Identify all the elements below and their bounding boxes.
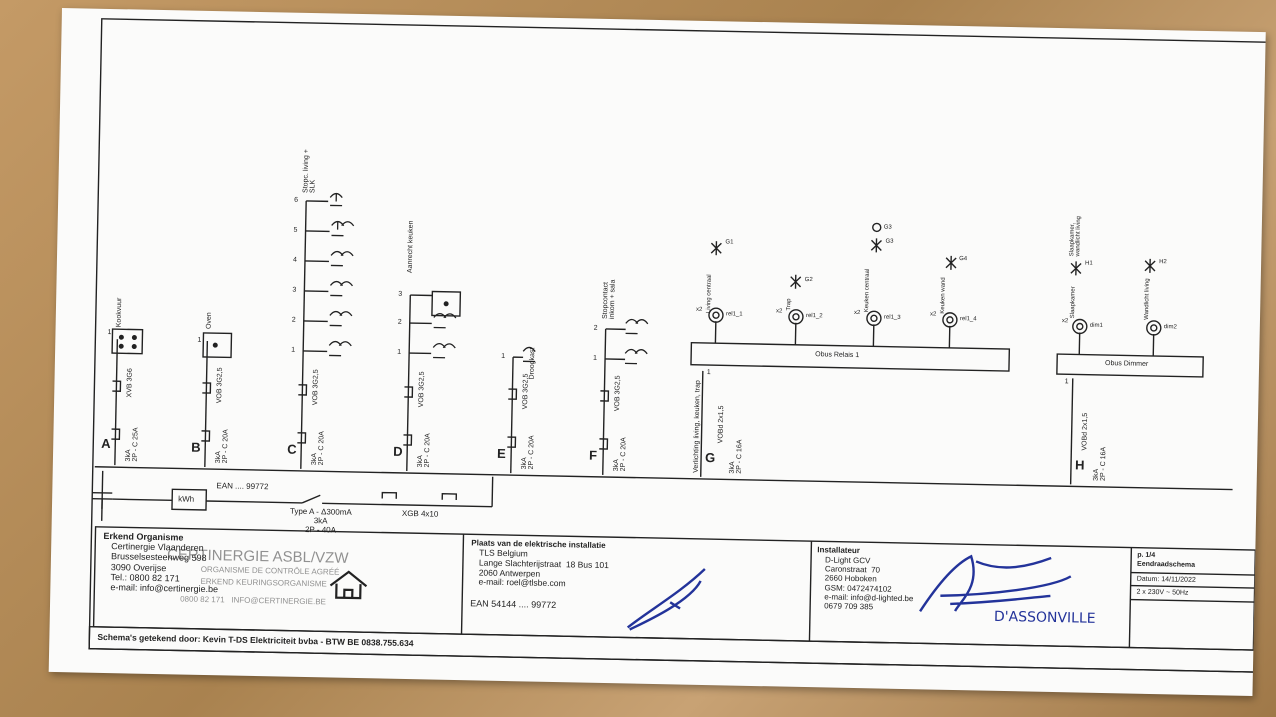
light-h1: H1 (1085, 260, 1093, 267)
circuit-f-num-2: 2 (593, 324, 598, 332)
circuit-a-cable: XVB 3G6 (126, 368, 134, 398)
circuit-g-rating: 3kA 2P - C 16A (728, 439, 744, 474)
socket-oven (202, 332, 233, 359)
light-g4: G4 (959, 256, 968, 263)
signature-strokes (626, 554, 1072, 631)
signature-name: D'ASSONVILLE (993, 608, 1096, 627)
circuit-e-rating: 3kA 2P - C 20A (520, 435, 536, 470)
circuit-c-rating: 3kA 2P - C 20A (310, 431, 326, 466)
light-label-keuken-c: Keuken centraal (864, 268, 871, 313)
circuit-h-num: 1 (1064, 378, 1069, 386)
dim-d2: dim2 (1163, 324, 1177, 331)
installer-lines: D-Light GCV Caronstraat 70 2660 Hoboken … (824, 555, 914, 612)
dim-d1: dim1 (1089, 322, 1103, 329)
schematic-sheet: { "circuits": { "A": {"letter":"A","cabl… (48, 8, 1266, 697)
light-label-h1-group: Slaapkamer, wandlicht living (1069, 216, 1083, 257)
circuit-letter-g: G (704, 449, 716, 466)
x2-b: x2 (775, 308, 783, 315)
circuit-a-num: 1 (107, 328, 112, 337)
circuit-e-num: 1 (501, 352, 506, 360)
circuit-b-num: 1 (197, 336, 202, 344)
relay-r3: rel1_3 (883, 314, 901, 321)
location-lines: TLS Belgium Lange Slachterijstraat 18 Bu… (478, 547, 609, 589)
schematic-lines (88, 18, 1266, 673)
circuit-b-rating: 3kA 2P - C 20A (214, 429, 230, 464)
page-number: p. 1/4 (1137, 551, 1156, 560)
circuit-d-cable: VOB 3G2,5 (418, 371, 426, 408)
circuit-h-cable: VOBd 2x1,5 (1081, 412, 1090, 451)
main-busbar (94, 466, 1233, 491)
circuit-a-label: Kookvuur (115, 297, 124, 328)
circuit-c-num-6: 6 (294, 196, 299, 204)
location-ean: EAN 54144 .... 99772 (470, 598, 557, 611)
circuit-h-rating: 3kA 2P - C 16A (1092, 446, 1108, 482)
relais-box (690, 341, 1011, 372)
circuit-letter-d: D (393, 443, 403, 459)
circuit-c-cable: VOB 3G2,5 (312, 369, 320, 406)
circuit-letter-e: E (496, 445, 506, 461)
light-h2: H2 (1159, 259, 1167, 266)
circuit-c-num-3: 3 (292, 286, 297, 294)
circuit-d-label: Aanrecht keuken (406, 220, 415, 274)
ean-supply: EAN .... 99772 (216, 481, 269, 492)
light-label-slaapkamer: Slaapkamer (1069, 286, 1077, 319)
circuit-f-label: Stopcontact inkom + sala (601, 279, 617, 320)
relay-r4: rel1_4 (959, 316, 977, 323)
x2-e: x2 (1061, 318, 1069, 325)
circuit-a-rating: 3kA 2P - C 25A (124, 427, 140, 462)
circuit-letter-a: A (101, 435, 111, 452)
circuit-c-num-4: 4 (292, 256, 297, 264)
light-g1: G1 (725, 239, 734, 246)
circuit-b-label: Oven (205, 312, 213, 330)
circuit-d-rating: 3kA 2P - C 20A (416, 433, 432, 468)
installer-title: Installateur (817, 545, 861, 556)
footer-frame (92, 526, 1257, 651)
circuit-c-num-2: 2 (291, 316, 296, 324)
circuit-letter-c: C (287, 441, 297, 457)
circuit-letter-h: H (1074, 457, 1085, 473)
relay-r1: rel1_1 (725, 311, 743, 318)
x2-c: x2 (853, 309, 861, 317)
date-field: Datum: 14/11/2022 (1136, 575, 1196, 584)
light-g3b: G3 (885, 238, 894, 245)
circuit-f-num-1: 1 (593, 354, 598, 362)
circuit-g-num: 1 (706, 369, 711, 377)
x2-a: x2 (696, 306, 703, 313)
circuit-c-label: Stopc. living + SLK (302, 149, 317, 194)
relais-label: Obus Relais 1 (815, 351, 860, 360)
socket-kookvuur (111, 328, 144, 355)
kwh-label: kWh (178, 494, 195, 504)
light-label-trap: Trap (786, 298, 793, 311)
circuit-f-rating: 3kA 2P - C 20A (612, 437, 628, 472)
stamp-name: CERTINERGIE ASBL/VZW (166, 546, 349, 567)
kwh-meter (171, 488, 208, 511)
circuit-c-num-5: 5 (293, 226, 298, 234)
circuit-c-num-1: 1 (291, 346, 296, 354)
page-title: Eendraadschema (1136, 560, 1196, 569)
circuit-d-num-1: 1 (397, 348, 402, 356)
circuit-f-cable: VOB 3G2,5 (614, 375, 622, 412)
x2-d: x2 (929, 311, 937, 318)
light-label-living: Living centraal (706, 274, 713, 314)
light-label-keuken-w: Keuken wand (940, 277, 947, 314)
circuit-letter-f: F (588, 447, 598, 463)
circuit-d-num-2: 2 (397, 318, 402, 326)
circuit-g-cable: VOBd 2x1,5 (717, 405, 726, 444)
circuit-e-label: Droogkast (528, 347, 537, 380)
dimmer-label: Obus Dimmer (1105, 360, 1149, 368)
circuit-letter-b: B (191, 439, 201, 455)
light-g2: G2 (804, 276, 813, 284)
dimmer-box (1056, 353, 1204, 378)
relay-r2: rel1_2 (805, 312, 823, 320)
light-label-wandlicht: Wandlicht living (1143, 278, 1151, 320)
supply-cable: XGB 4x10 (401, 508, 439, 519)
voltage-field: 2 x 230V ~ 50Hz (1136, 588, 1189, 597)
differential-spec: Type A - Δ300mA 3kA 2P - 40A (289, 506, 352, 535)
circuit-b-cable: VOB 3G2,5 (216, 367, 224, 404)
circuit-d-num-3: 3 (398, 290, 403, 298)
light-g3: G3 (883, 224, 892, 231)
